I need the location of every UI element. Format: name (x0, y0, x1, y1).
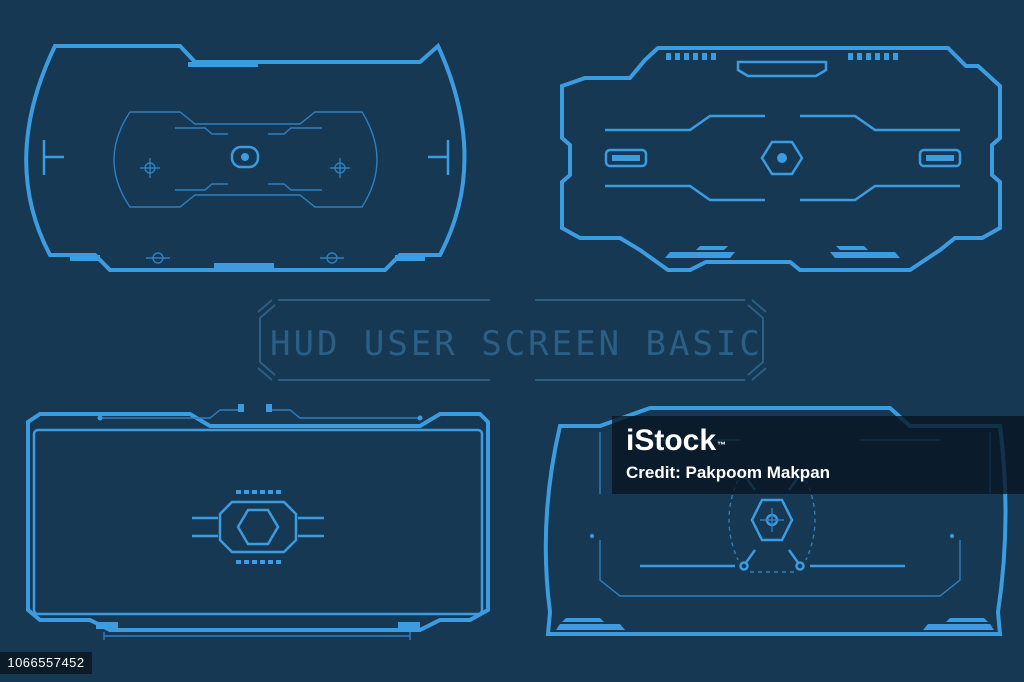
credit-line: Credit: Pakpoom Makpan (626, 463, 831, 482)
istock-logo: iStock™ (626, 424, 726, 458)
brand-text: iStock (626, 424, 717, 457)
hud-frame-top-left (24, 42, 467, 272)
hud-frame-bottom-left (26, 404, 490, 640)
trademark-symbol: ™ (717, 440, 727, 450)
hud-title: HUD USER SCREEN BASIC (270, 324, 763, 364)
title-brackets (257, 299, 767, 381)
istock-watermark: iStock™ Credit: Pakpoom Makpan (612, 416, 1024, 494)
hud-frame-top-right (560, 46, 1002, 272)
stock-id-label: 1066557452 (0, 652, 92, 674)
